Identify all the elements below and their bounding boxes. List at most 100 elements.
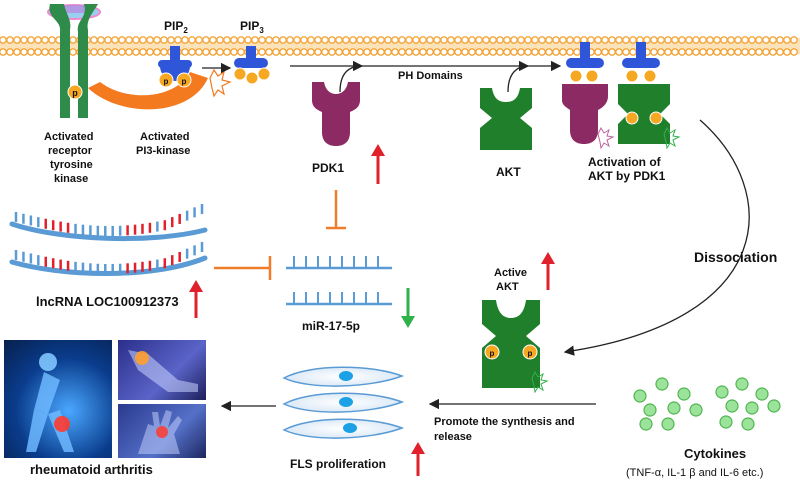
membrane-lipid-head <box>216 48 224 56</box>
membrane-lipid-head <box>594 48 602 56</box>
mirna-label: miR-17-5p <box>302 319 360 333</box>
membrane-lipid-head <box>139 48 147 56</box>
membrane-lipid-head <box>720 36 728 44</box>
cytokine-particle <box>741 417 755 431</box>
membrane-lipid-head <box>97 48 105 56</box>
membrane-lipid-head <box>496 48 504 56</box>
cytokine-particles <box>633 377 781 431</box>
membrane-lipid-head <box>349 48 357 56</box>
pdk1-up-arrow-icon <box>371 144 385 184</box>
membrane-lipid-head <box>657 48 665 56</box>
membrane-lipid-head <box>671 48 679 56</box>
cytokine-particle <box>719 415 733 429</box>
membrane-lipid-head <box>433 48 441 56</box>
membrane-lipid-head <box>657 36 665 44</box>
receptor-phosphate-label: p <box>72 88 78 98</box>
membrane-lipid-head <box>160 36 168 44</box>
pdk1-protein <box>312 82 360 146</box>
membrane-lipid-head <box>776 36 784 44</box>
membrane-lipid-head <box>482 36 490 44</box>
membrane-lipid-head <box>419 48 427 56</box>
pi3k-label-line2: PI3-kinase <box>136 145 190 157</box>
fls-cells <box>282 366 405 439</box>
membrane-lipid-head <box>384 48 392 56</box>
membrane-lipid-head <box>181 48 189 56</box>
membrane-lipid-head <box>237 48 245 56</box>
cytokines-label: Cytokines <box>684 446 746 461</box>
akt-label: AKT <box>496 165 521 179</box>
membrane-lipid-head <box>734 36 742 44</box>
membrane-lipid-head <box>118 36 126 44</box>
membrane-lipid-head <box>216 36 224 44</box>
cytokine-particle <box>677 387 691 401</box>
cytokine-particle <box>639 417 653 431</box>
membrane-lipid-head <box>517 48 525 56</box>
membrane-lipid-head <box>461 36 469 44</box>
membrane-lipid-head <box>552 36 560 44</box>
membrane-lipid-head <box>524 48 532 56</box>
membrane-lipid-head <box>650 48 658 56</box>
membrane-lipid-head <box>503 36 511 44</box>
membrane-lipid-head <box>321 36 329 44</box>
membrane-lipid-head <box>251 36 259 44</box>
fls-label: FLS proliferation <box>290 457 386 471</box>
membrane-lipid-head <box>13 48 21 56</box>
membrane-lipid-head <box>293 36 301 44</box>
membrane-lipid-head <box>531 36 539 44</box>
cytokine-particle <box>767 399 781 413</box>
membrane-lipid-head <box>377 36 385 44</box>
membrane-lipid-head <box>125 36 133 44</box>
membrane-lipid-head <box>783 48 791 56</box>
membrane-lipid-head <box>104 36 112 44</box>
membrane-lipid-head <box>447 36 455 44</box>
lncrna-mirna-inhibit-arrow-icon <box>214 256 272 280</box>
membrane-lipid-head <box>762 48 770 56</box>
membrane-lipid-head <box>671 36 679 44</box>
membrane-lipid-head <box>244 36 252 44</box>
akt-phosphate-2: p <box>528 349 533 358</box>
membrane-lipid-head <box>650 36 658 44</box>
membrane-lipid-head <box>223 48 231 56</box>
pip3-molecule <box>233 46 271 85</box>
membrane-lipid-head <box>783 36 791 44</box>
membrane-lipid-head <box>496 36 504 44</box>
membrane-lipid-head <box>132 48 140 56</box>
membrane-lipid-head <box>335 48 343 56</box>
membrane-lipid-head <box>762 36 770 44</box>
membrane-lipid-head <box>6 48 14 56</box>
receptor-label-line4: kinase <box>54 173 88 185</box>
promote-label-line2: release <box>434 431 472 443</box>
cytokine-particle <box>689 403 703 417</box>
cytokine-particle <box>667 401 681 415</box>
membrane-lipid-head <box>391 48 399 56</box>
membrane-lipid-head <box>713 36 721 44</box>
membrane-lipid-head <box>34 48 42 56</box>
membrane-lipid-head <box>755 36 763 44</box>
pip2-phosphate-1: p <box>164 77 169 86</box>
membrane-lipid-head <box>160 48 168 56</box>
pdk1-mirna-inhibit-arrow-icon <box>326 190 346 230</box>
membrane-lipid-head <box>104 48 112 56</box>
cytokine-particle <box>643 403 657 417</box>
membrane-lipid-head <box>559 48 567 56</box>
active-akt-label-line1: Active <box>494 267 527 279</box>
membrane-lipid-head <box>699 36 707 44</box>
membrane-lipid-head <box>426 48 434 56</box>
membrane-lipid-head <box>685 36 693 44</box>
membrane-lipid-head <box>209 36 217 44</box>
membrane-lipid-head <box>314 36 322 44</box>
membrane-lipid-head <box>790 36 798 44</box>
membrane-lipid-head <box>566 48 574 56</box>
membrane-lipid-head <box>692 36 700 44</box>
pdk1-recruit-arrow <box>339 60 364 93</box>
membrane-lipid-head <box>790 48 798 56</box>
membrane-lipid-head <box>90 36 98 44</box>
membrane-lipid-head <box>153 36 161 44</box>
membrane-lipid-head <box>286 36 294 44</box>
membrane-lipid-head <box>489 36 497 44</box>
membrane-lipid-head <box>223 36 231 44</box>
receptor-label-line3: tyrosine <box>50 159 93 171</box>
membrane-lipid-head <box>531 48 539 56</box>
membrane-lipid-head <box>727 48 735 56</box>
membrane-lipid-head <box>139 36 147 44</box>
